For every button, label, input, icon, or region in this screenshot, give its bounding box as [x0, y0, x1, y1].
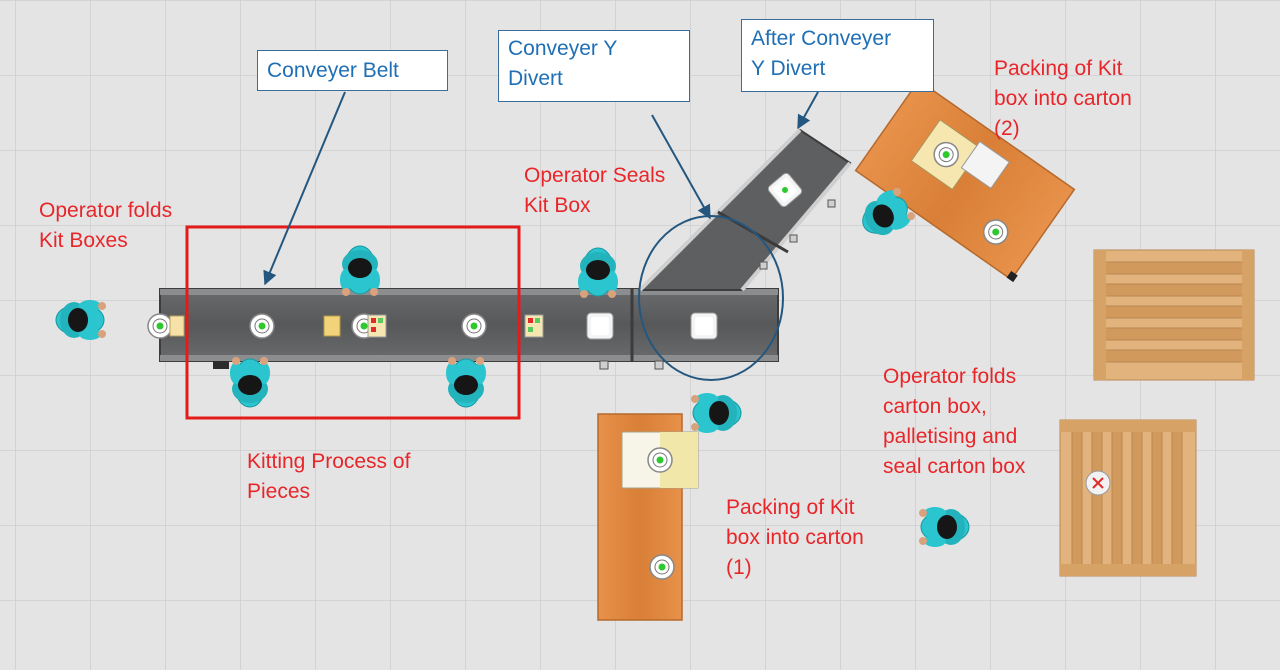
packing-table-1: [597, 413, 699, 621]
after-y-divert-arrow: [797, 91, 819, 130]
packing-table-2: [854, 75, 1076, 283]
pallet-marker-x-icon: [1085, 470, 1111, 496]
operator-folds-carton-annotation: Operator folds carton box, palletising a…: [883, 365, 1026, 478]
kit-box-parts: [367, 314, 387, 338]
conveyer-y-divert-label: Conveyer Y Divert: [498, 30, 690, 102]
station-marker: [147, 313, 173, 339]
kit-box-parts: [524, 314, 544, 338]
after-conveyer-y-divert-label: After Conveyer Y Divert: [741, 19, 934, 92]
operator-seals-kit-box-annotation: Operator Seals Kit Box: [524, 164, 666, 217]
conveyer-belt-label: Conveyer Belt: [257, 50, 448, 91]
operator-folds-kit-boxes-annotation: Operator folds Kit Boxes: [39, 199, 173, 252]
kit-box: [586, 312, 614, 340]
conveyor-items: [147, 171, 804, 340]
kit-box: [766, 171, 804, 209]
divert-highlight-circle: [638, 215, 784, 381]
kitting-process-highlight: [185, 225, 521, 420]
wooden-pallet-bottom: [1059, 419, 1197, 577]
kitting-process-annotation: Kitting Process of Pieces: [247, 450, 411, 503]
packing-kit-box-2-annotation: Packing of Kit box into carton (2): [994, 57, 1132, 140]
packing-kit-box-1-annotation: Packing of Kit box into carton (1): [726, 496, 864, 579]
kit-box: [690, 312, 718, 340]
wooden-pallet-top: [1093, 249, 1255, 381]
station-marker: [249, 313, 275, 339]
station-marker: [461, 313, 487, 339]
conveyer-belt-arrow: [263, 91, 346, 286]
y-divert-arrow: [651, 114, 711, 220]
kit-piece: [323, 315, 341, 337]
